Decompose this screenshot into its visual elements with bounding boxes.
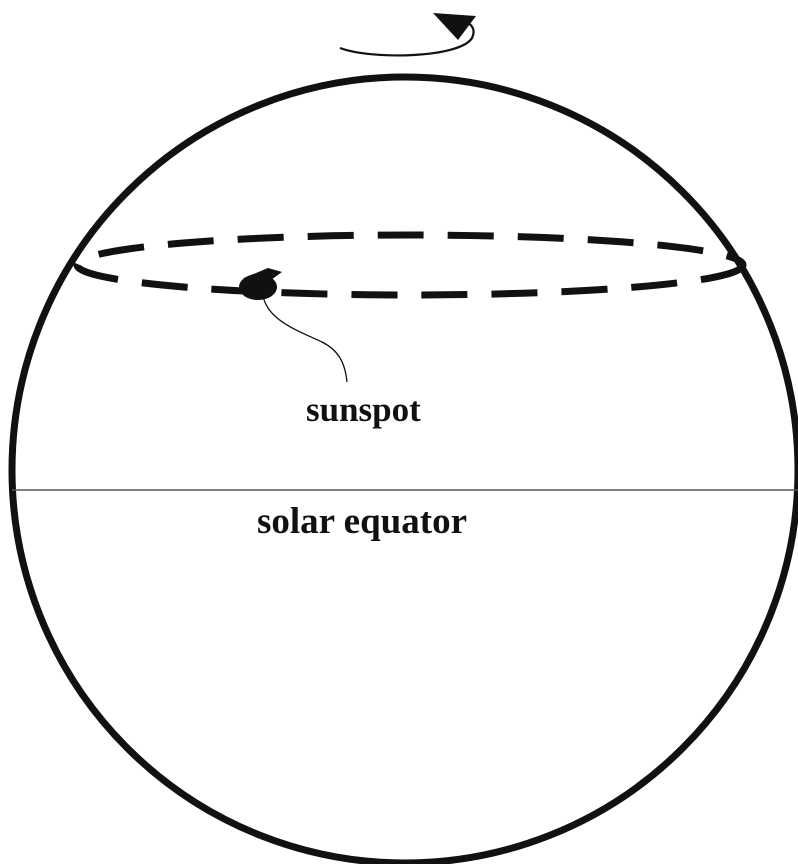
sun-outline (8, 73, 798, 864)
sunspot-label: sunspot (306, 390, 421, 429)
sunspot-marker (239, 268, 282, 300)
solar-equator-label: solar equator (257, 501, 468, 542)
sunspot-leader-line (262, 295, 348, 383)
rotation-arrow-icon (339, 13, 476, 57)
latitude-circle (73, 231, 747, 299)
